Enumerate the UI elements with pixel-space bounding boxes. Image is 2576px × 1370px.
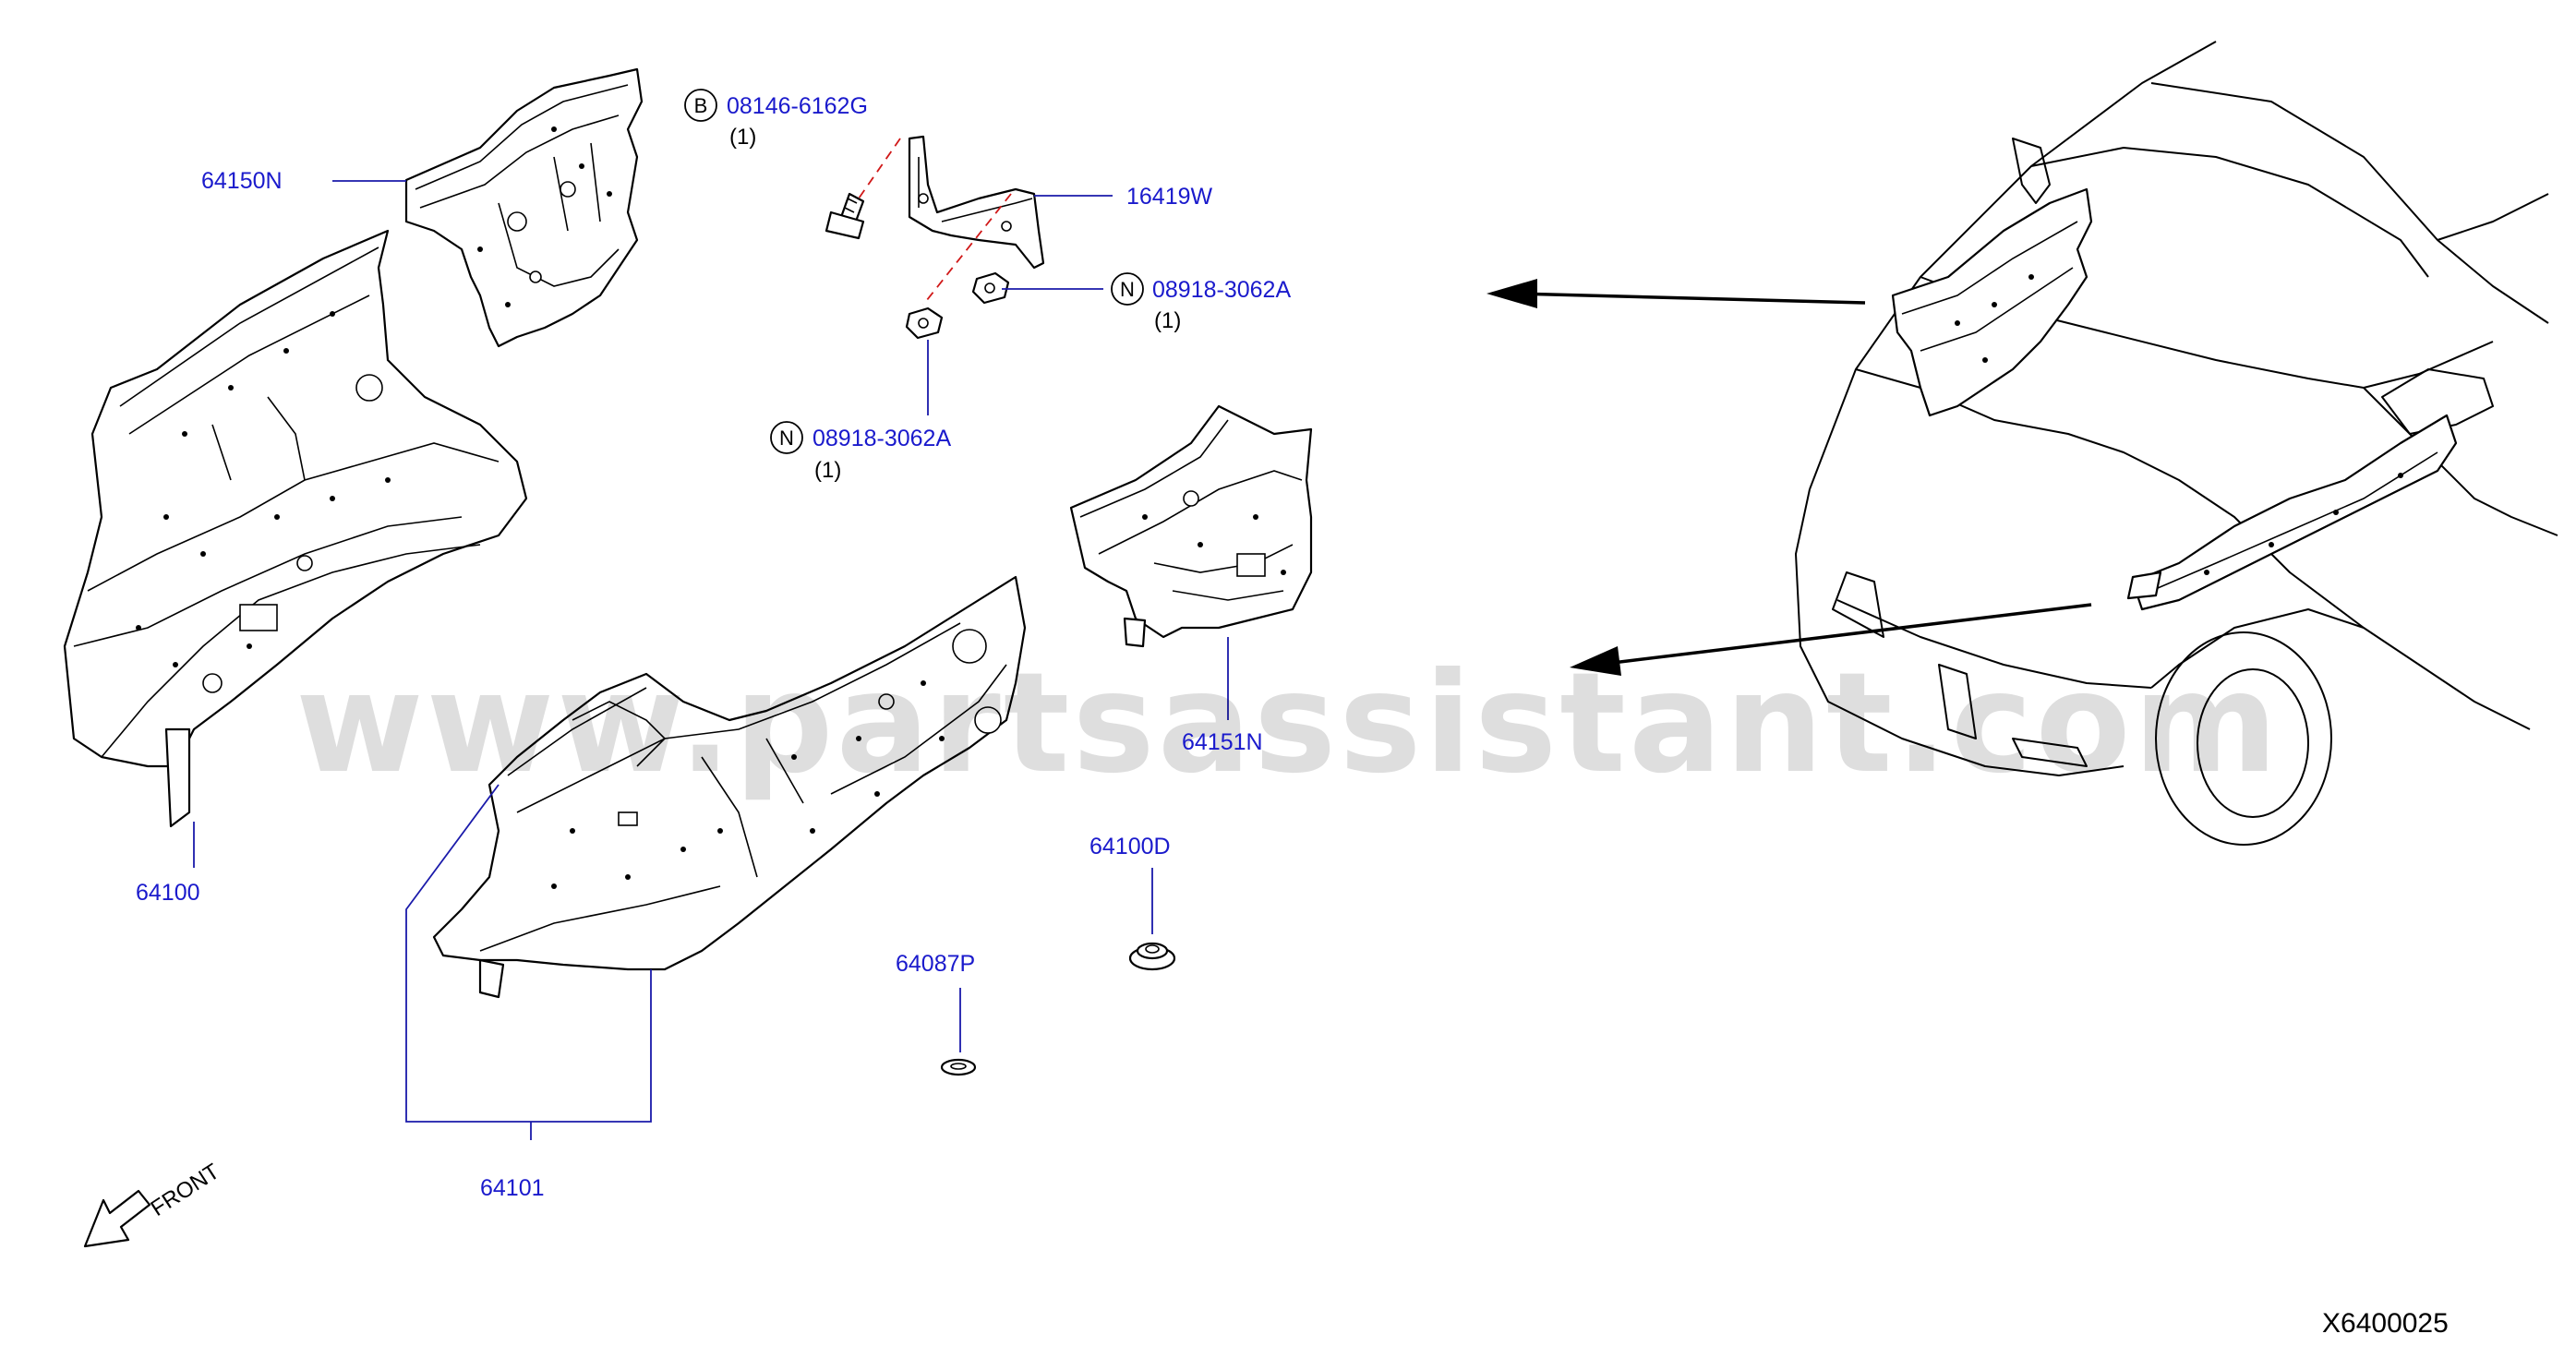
grommet-icon bbox=[1128, 942, 1176, 971]
plug-icon bbox=[940, 1058, 977, 1076]
watermark-text: www.partsassistant.com bbox=[295, 643, 2281, 804]
front-arrow-icon bbox=[83, 1189, 151, 1248]
fastener-quantity: (1) bbox=[729, 125, 756, 150]
marker-n-icon bbox=[1111, 272, 1144, 306]
front-label: FRONT bbox=[147, 1159, 224, 1221]
locator-arrow-upper bbox=[1487, 279, 1866, 308]
locator-arrow-lower bbox=[1570, 603, 2092, 676]
part-label-64087p[interactable]: 64087P bbox=[896, 951, 975, 977]
part-16419w-drawing bbox=[858, 135, 1045, 306]
front-indicator: FRONT bbox=[83, 1159, 224, 1248]
part-64100-drawing bbox=[63, 229, 528, 828]
fastener-callout-nut-upper[interactable]: N 08918-3062A (1) bbox=[1111, 272, 1291, 333]
fastener-marker: B bbox=[694, 94, 708, 117]
part-label-64100d[interactable]: 64100D bbox=[1089, 834, 1171, 859]
fastener-callout-bolt[interactable]: B 08146-6162G (1) bbox=[684, 89, 868, 150]
vehicle-overview-drawing bbox=[1795, 41, 2558, 846]
marker-b-icon bbox=[684, 89, 717, 122]
fastener-number: 08146-6162G bbox=[727, 93, 868, 119]
nut-icon bbox=[905, 306, 944, 340]
marker-n-icon bbox=[770, 421, 803, 454]
part-64151n-drawing bbox=[1069, 404, 1313, 648]
fastener-quantity: (1) bbox=[814, 458, 841, 483]
fastener-callout-nut-lower[interactable]: N 08918-3062A (1) bbox=[770, 421, 951, 483]
fastener-number: 08918-3062A bbox=[1152, 277, 1291, 303]
part-64150n-drawing bbox=[404, 67, 644, 348]
bolt-icon bbox=[825, 192, 865, 240]
fastener-marker: N bbox=[1120, 278, 1135, 301]
nut-icon bbox=[971, 271, 1010, 305]
part-label-16419w[interactable]: 16419W bbox=[1126, 184, 1213, 210]
fastener-marker: N bbox=[779, 427, 794, 450]
part-label-64150n[interactable]: 64150N bbox=[201, 168, 283, 194]
leader-lines bbox=[193, 180, 1229, 1140]
part-label-64151n[interactable]: 64151N bbox=[1182, 729, 1263, 755]
part-label-64101[interactable]: 64101 bbox=[480, 1175, 545, 1201]
part-label-64100[interactable]: 64100 bbox=[136, 880, 200, 906]
part-64101-drawing bbox=[432, 575, 1027, 999]
fastener-quantity: (1) bbox=[1154, 308, 1181, 333]
fastener-number: 08918-3062A bbox=[813, 426, 951, 451]
diagram-id: X6400025 bbox=[2322, 1308, 2449, 1339]
